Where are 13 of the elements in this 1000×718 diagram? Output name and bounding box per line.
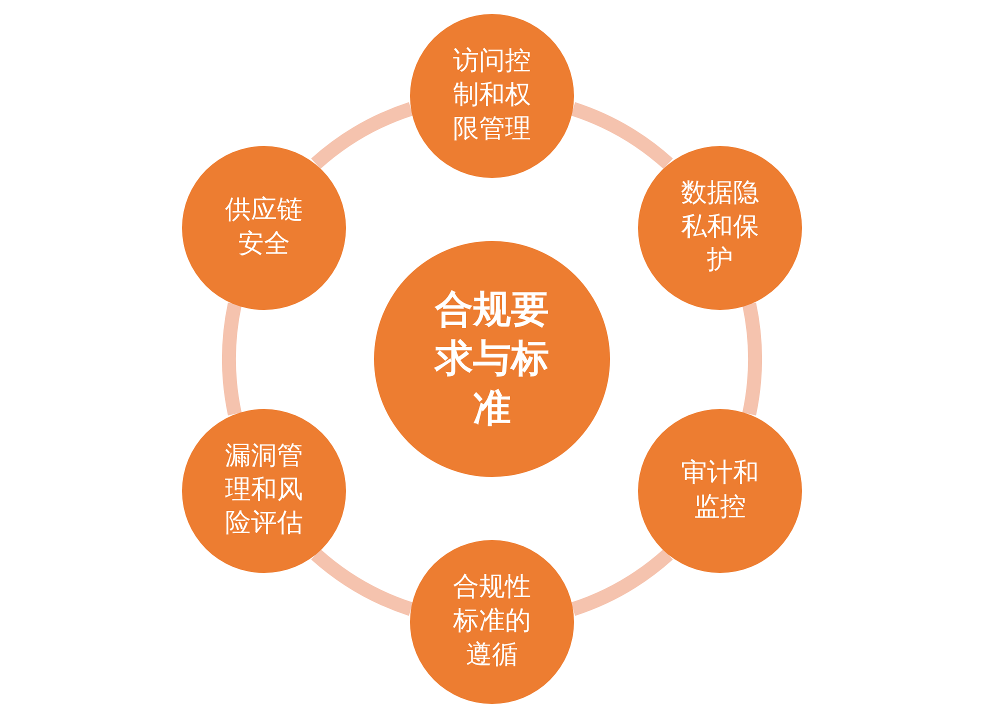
ring-connector [222,302,242,416]
ring-connector [311,102,414,170]
node-label: 漏洞管理和风险评估 [224,440,304,540]
node-label: 审计和监控 [680,456,760,524]
node-label: 数据隐私和保护 [680,176,760,278]
ring-connector [311,548,414,616]
node-label: 合规要求与标准 [433,286,550,432]
node-label: 访问控制和权限管理 [452,45,532,146]
node-label: 合规性标准的遵循 [452,571,532,672]
ring-connector [742,302,762,416]
ring-connector [570,102,673,170]
node-label: 供应链安全 [224,194,304,260]
ring-connector [570,548,673,616]
